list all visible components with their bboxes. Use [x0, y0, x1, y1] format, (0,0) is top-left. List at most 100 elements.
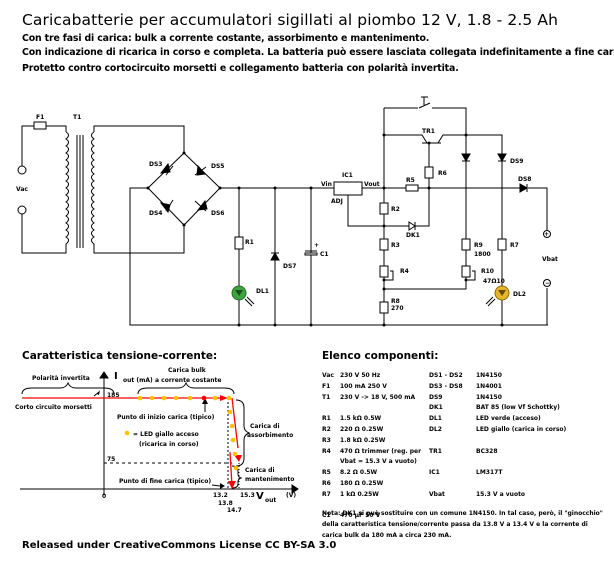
- label-r8-value: 270: [391, 305, 404, 312]
- component-value: Vbat = 15.3 V a vuoto): [340, 458, 417, 466]
- label-ds5: DS5: [211, 163, 224, 170]
- circuit-schematic: F1 T1 Vac DS3 DS5 DS4 DS6 R1 DS7 DL1 + C…: [16, 96, 558, 327]
- junction-dots: [146, 133, 504, 327]
- label-t1: T1: [73, 114, 81, 121]
- component-ref: R4: [322, 447, 331, 455]
- diode-ds9: [497, 153, 507, 163]
- led-on-point: [229, 423, 235, 429]
- label-bulk-1: Carica bulk: [168, 367, 207, 374]
- resistor-r8: [379, 301, 389, 314]
- iv-characteristic-chart: 185 75 0 13.2 13.8 14.7 15.3 Polarità in…: [15, 367, 299, 514]
- led-on-point: [232, 451, 238, 457]
- capacitor-c1: [304, 252, 318, 256]
- label-float-2: mantenimento: [245, 476, 294, 483]
- diode-ds5: [194, 164, 207, 176]
- led-on-point: [149, 395, 155, 401]
- label-ds3: DS3: [149, 161, 162, 168]
- label-adj: ADJ: [331, 198, 343, 205]
- wire: [466, 270, 476, 281]
- label-reverse: Polarità invertita: [32, 375, 90, 382]
- component-value: 1.8 kΩ 0.25W: [340, 436, 386, 444]
- diode-ds6: [194, 199, 208, 212]
- label-start: Punto di inizio carica (tipico): [117, 414, 215, 421]
- led-on-point: [187, 395, 193, 401]
- brace-absorb: [235, 399, 251, 467]
- resistor-r7: [497, 238, 507, 251]
- page-title: Caricabatterie per accumulatori sigillat…: [22, 11, 558, 29]
- license-text: Released under CreativeCommons License C…: [22, 540, 337, 551]
- label-vout: Vout: [364, 181, 380, 188]
- component-ref: Vac: [322, 372, 334, 379]
- wire: [384, 134, 428, 144]
- components-title: Elenco componenti:: [322, 350, 439, 362]
- component-value: 230 V -> 18 V, 500 mA: [340, 393, 416, 401]
- component-value: 470 Ω trimmer (reg. per: [340, 447, 422, 455]
- label-ds6: DS6: [211, 210, 224, 217]
- label-r3: R3: [391, 242, 400, 249]
- wire: [21, 125, 34, 166]
- label-r10: R10: [481, 268, 494, 275]
- resistor-r6: [424, 166, 434, 179]
- x-label-main: V: [256, 491, 264, 502]
- y-label-sub: out (mA): [123, 377, 153, 384]
- wire: [384, 188, 467, 290]
- component-ref: DS3 - DS8: [429, 382, 463, 390]
- led-on-point: [137, 395, 143, 401]
- x-tick-15.3: 15.3: [240, 492, 255, 499]
- label-r1: R1: [245, 239, 254, 246]
- component-ref: F1: [322, 382, 331, 390]
- x-label-unit: (V): [286, 492, 296, 499]
- arrow-end: [211, 484, 221, 487]
- wire: [432, 107, 467, 135]
- component-value: 100 mA 250 V: [340, 382, 387, 390]
- component-ref: IC1: [429, 469, 440, 477]
- component-value: BC328: [476, 447, 498, 455]
- component-ref: R3: [322, 436, 331, 444]
- wire: [46, 125, 67, 132]
- label-r7: R7: [510, 242, 519, 249]
- label-legend-2: (ricarica in corso): [139, 441, 199, 448]
- label-vbat: Vbat: [542, 256, 558, 263]
- subtitle-line: Protetto contro cortocircuito morsetti e…: [22, 63, 459, 74]
- component-value: LM317T: [476, 469, 503, 477]
- resistor-r3: [379, 238, 389, 251]
- component-ref: R2: [322, 426, 331, 433]
- subtitle-line: Con tre fasi di carica: bulk a corrente …: [22, 33, 430, 44]
- x-tick-13.8: 13.8: [218, 500, 233, 507]
- legend-led-marker: [124, 430, 130, 436]
- diode-ds8: [519, 183, 529, 193]
- diode-ds-tr: [461, 153, 471, 163]
- component-value: 1.5 kΩ 0.5W: [340, 415, 382, 423]
- subtitle-line: Con indicazione di ricarica in corso e c…: [22, 47, 614, 58]
- component-value: 1 kΩ 0.25W: [340, 490, 379, 498]
- led-on-point: [227, 409, 233, 415]
- transformer-primary: [65, 131, 69, 248]
- led-dl2: [485, 285, 510, 307]
- component-value: 15.3 V a vuoto: [476, 490, 526, 498]
- label-ic1: IC1: [342, 172, 353, 179]
- label-ds9: DS9: [510, 158, 523, 165]
- label-r2: R2: [391, 206, 400, 213]
- component-ref: DK1: [429, 404, 443, 412]
- y-label-main: I: [114, 371, 118, 382]
- label-bulk-2: a corrente costante: [155, 377, 221, 384]
- wire: [21, 213, 67, 254]
- label-ds7: DS7: [283, 263, 296, 270]
- resistor-r5: [405, 184, 419, 192]
- component-value: 230 V 50 Hz: [340, 372, 381, 379]
- component-ref: T1: [322, 393, 331, 401]
- wire: [93, 125, 185, 153]
- label-dk1: DK1: [406, 232, 420, 239]
- chart-marks: [22, 395, 242, 489]
- led-on-point: [173, 395, 179, 401]
- component-ref: TR1: [429, 447, 442, 455]
- x-axis-arrow: [291, 484, 299, 494]
- series-arrow-bulk: [220, 395, 228, 401]
- transformer-secondary: [91, 131, 95, 248]
- component-ref: Vbat: [429, 490, 445, 498]
- component-value: 1N4150: [476, 372, 502, 379]
- led-on-point: [161, 395, 167, 401]
- component-ref: R1: [322, 415, 331, 423]
- component-ref: C1: [322, 512, 331, 520]
- x-tick-14.7: 14.7: [227, 507, 242, 514]
